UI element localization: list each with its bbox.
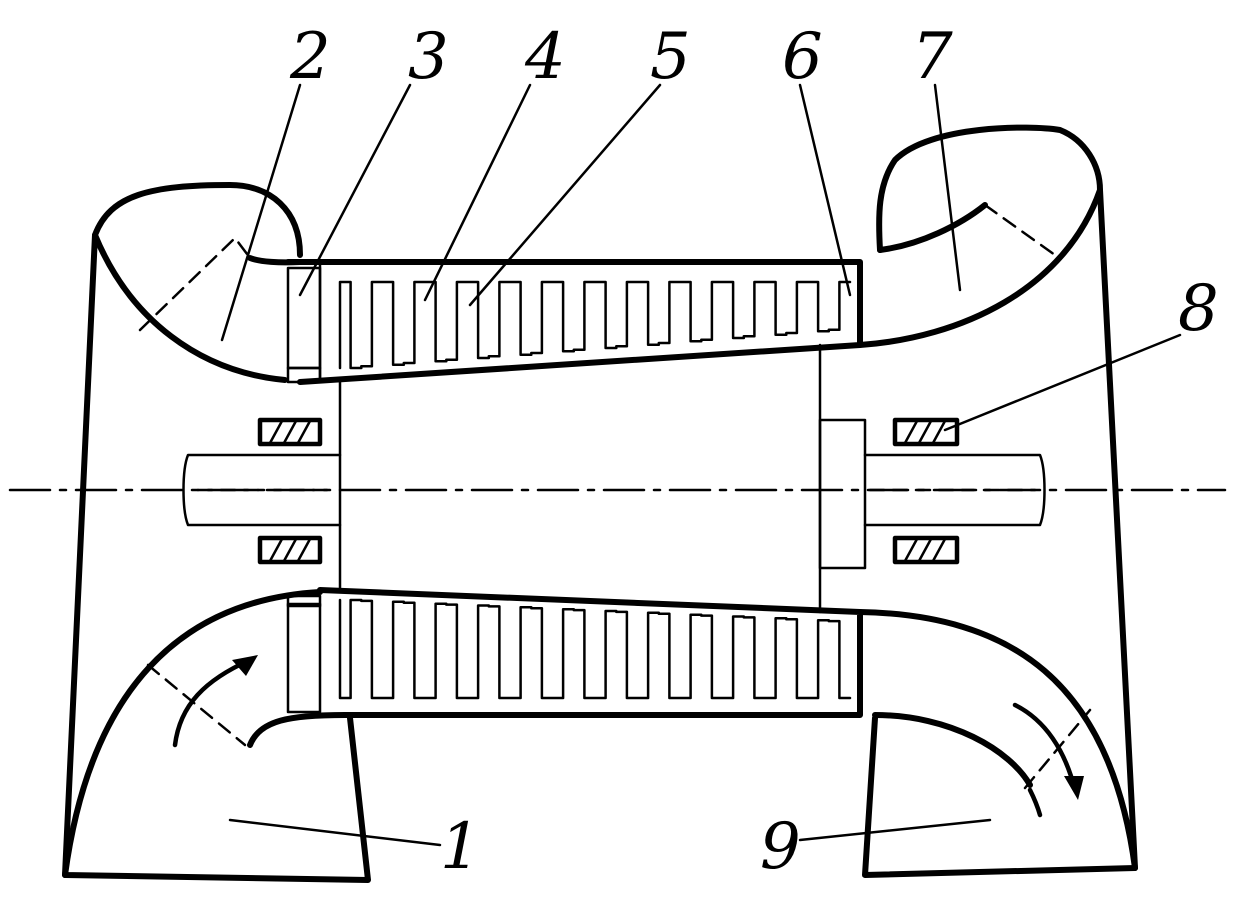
label-7: 7 bbox=[912, 20, 953, 94]
balance-piston bbox=[818, 418, 867, 570]
inlet-flow-arrow bbox=[172, 657, 253, 748]
lower-inlet-chamber bbox=[62, 589, 323, 878]
shaft-left bbox=[182, 453, 342, 527]
leader-5 bbox=[468, 83, 662, 307]
leader-9 bbox=[798, 818, 992, 842]
label-1: 1 bbox=[440, 810, 481, 884]
lower-inlet-chamber-inner bbox=[247, 712, 348, 748]
upper-inlet-chamber bbox=[92, 182, 303, 383]
right-casing bbox=[862, 187, 1138, 878]
leader-7 bbox=[933, 83, 962, 292]
shaft-right bbox=[863, 453, 1046, 527]
outlet-curve bbox=[1027, 787, 1043, 818]
leader-1 bbox=[228, 818, 442, 847]
leader-2 bbox=[220, 83, 302, 342]
outlet-flow-arrowhead bbox=[1064, 776, 1084, 800]
lower-ring bbox=[286, 602, 322, 714]
bearing-right-top bbox=[892, 417, 960, 447]
bearing-right-bottom bbox=[892, 535, 960, 565]
lower-outlet-chamber bbox=[857, 609, 1138, 871]
leader-8 bbox=[943, 333, 1182, 432]
bearing-left-bottom bbox=[257, 535, 323, 565]
upper-band-outline bbox=[285, 259, 863, 385]
upper-outlet-flow-dashed bbox=[983, 203, 1057, 257]
label-4: 4 bbox=[524, 20, 566, 94]
label-9: 9 bbox=[760, 810, 801, 884]
upper-inlet-flow-dashed bbox=[138, 236, 252, 332]
label-3: 3 bbox=[408, 20, 449, 94]
lower-band-outline bbox=[317, 587, 863, 718]
lower-outlet-chamber-inner bbox=[872, 712, 1033, 788]
leader-4 bbox=[423, 83, 532, 302]
label-5: 5 bbox=[650, 20, 691, 94]
label-8: 8 bbox=[1178, 272, 1219, 346]
label-6: 6 bbox=[782, 20, 823, 94]
leader-3 bbox=[298, 83, 412, 297]
lower-blade-labyrinth bbox=[338, 598, 852, 700]
left-casing bbox=[62, 232, 371, 883]
label-2: 2 bbox=[289, 20, 331, 94]
leader-6 bbox=[798, 83, 852, 297]
inlet-flow-arrowhead bbox=[232, 655, 258, 676]
bearing-left-top bbox=[257, 417, 323, 447]
upper-outlet-chamber-inner bbox=[877, 202, 988, 253]
upper-outlet-chamber bbox=[857, 124, 1103, 348]
lower-ring-top bbox=[286, 594, 322, 608]
lower-inlet-flow-dashed bbox=[146, 663, 247, 747]
upper-blade-labyrinth bbox=[338, 280, 852, 370]
upper-ring-3 bbox=[286, 266, 322, 370]
